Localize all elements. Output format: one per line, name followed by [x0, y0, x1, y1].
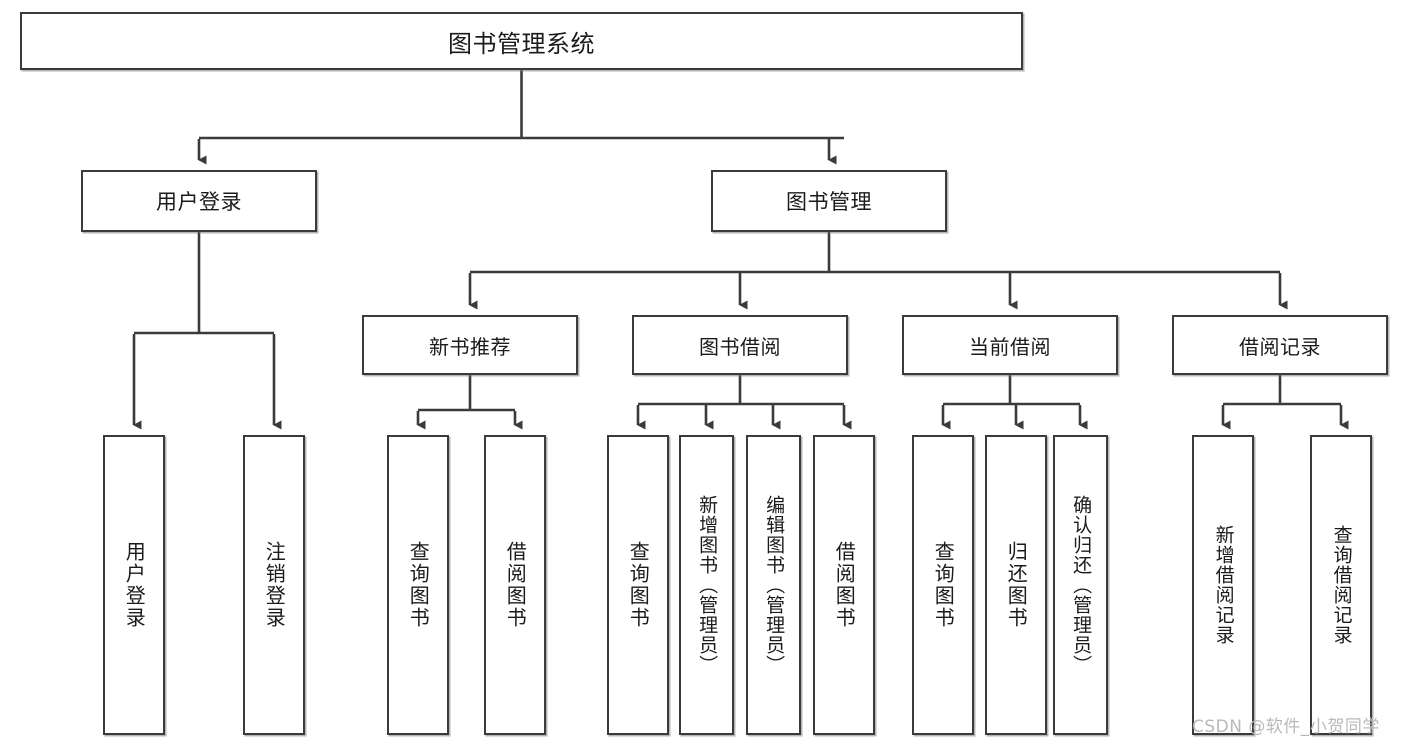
node-label: 用户登录 [122, 541, 147, 629]
node-leaf-return-book[interactable]: 归还图书 [985, 435, 1047, 735]
node-label: 归还图书 [1004, 541, 1029, 629]
node-label: 用户登录 [156, 190, 242, 214]
node-label: 查询图书 [406, 541, 431, 629]
node-label: 确认归还（管理员） [1070, 495, 1093, 675]
node-book-borrow[interactable]: 图书借阅 [632, 315, 848, 375]
node-borrow-record[interactable]: 借阅记录 [1172, 315, 1388, 375]
node-label: 借阅图书 [503, 541, 528, 629]
node-label: 查询图书 [626, 541, 651, 629]
watermark-text: CSDN @软件_小贺同学 [1192, 717, 1380, 737]
node-current-borrow[interactable]: 当前借阅 [902, 315, 1118, 375]
node-leaf-borrow-book-1[interactable]: 借阅图书 [484, 435, 546, 735]
node-label: 查询图书 [931, 541, 956, 629]
node-leaf-logout[interactable]: 注销登录 [243, 435, 305, 735]
node-label: 当前借阅 [969, 334, 1051, 359]
node-label: 查询借阅记录 [1330, 525, 1353, 645]
node-book-manage[interactable]: 图书管理 [711, 170, 947, 232]
node-label: 新增借阅记录 [1212, 525, 1235, 645]
node-label: 注销登录 [262, 541, 287, 629]
node-leaf-confirm-return[interactable]: 确认归还（管理员） [1053, 435, 1108, 735]
node-leaf-add-book[interactable]: 新增图书（管理员） [679, 435, 734, 735]
node-label: 图书借阅 [699, 334, 781, 359]
node-leaf-query-book-3[interactable]: 查询图书 [912, 435, 974, 735]
node-leaf-user-login[interactable]: 用户登录 [103, 435, 165, 735]
node-user-login[interactable]: 用户登录 [81, 170, 317, 232]
node-leaf-add-record[interactable]: 新增借阅记录 [1192, 435, 1254, 735]
node-label: 借阅记录 [1239, 334, 1321, 359]
node-root-system[interactable]: 图书管理系统 [20, 12, 1023, 70]
node-label: 新增图书（管理员） [696, 495, 719, 675]
node-label: 新书推荐 [429, 334, 511, 359]
node-leaf-query-book-2[interactable]: 查询图书 [607, 435, 669, 735]
node-leaf-borrow-book-2[interactable]: 借阅图书 [813, 435, 875, 735]
node-leaf-edit-book[interactable]: 编辑图书（管理员） [746, 435, 801, 735]
node-label: 图书管理 [786, 190, 872, 214]
node-leaf-query-record[interactable]: 查询借阅记录 [1310, 435, 1372, 735]
node-label: 编辑图书（管理员） [763, 495, 786, 675]
node-label: 借阅图书 [832, 541, 857, 629]
node-new-book-recommend[interactable]: 新书推荐 [362, 315, 578, 375]
node-label: 图书管理系统 [448, 29, 595, 58]
node-leaf-query-book-1[interactable]: 查询图书 [387, 435, 449, 735]
